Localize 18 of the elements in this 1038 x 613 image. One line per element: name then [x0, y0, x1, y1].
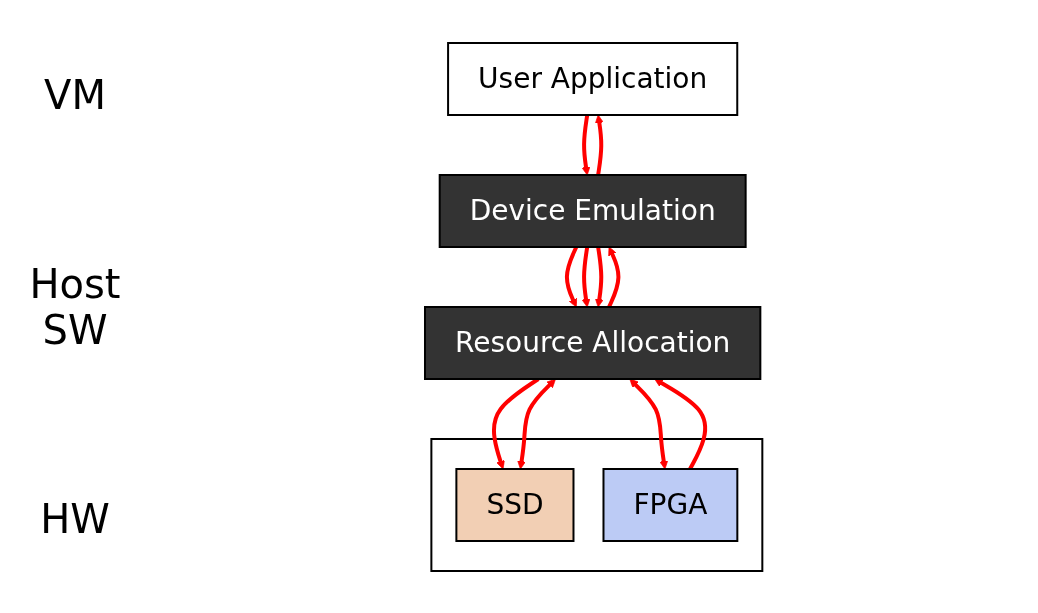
cluster [430, 437, 764, 572]
arrow [654, 378, 708, 470]
arrow [582, 246, 591, 307]
arrow [629, 378, 669, 469]
layer-label: Host SW [28, 260, 122, 353]
arrow [517, 378, 557, 469]
arrow [565, 245, 579, 307]
arrow [595, 114, 604, 175]
layer-label: HW [40, 495, 110, 542]
arrow [595, 246, 604, 307]
node-box: SSD [455, 467, 575, 542]
arrow [582, 114, 591, 175]
node-box: Resource Allocation [424, 305, 762, 380]
node-box: Device Emulation [439, 173, 747, 248]
arrow [607, 246, 621, 308]
node-box: FPGA [602, 467, 739, 542]
node-box: User Application [447, 41, 739, 116]
layer-label: VM [44, 71, 106, 118]
